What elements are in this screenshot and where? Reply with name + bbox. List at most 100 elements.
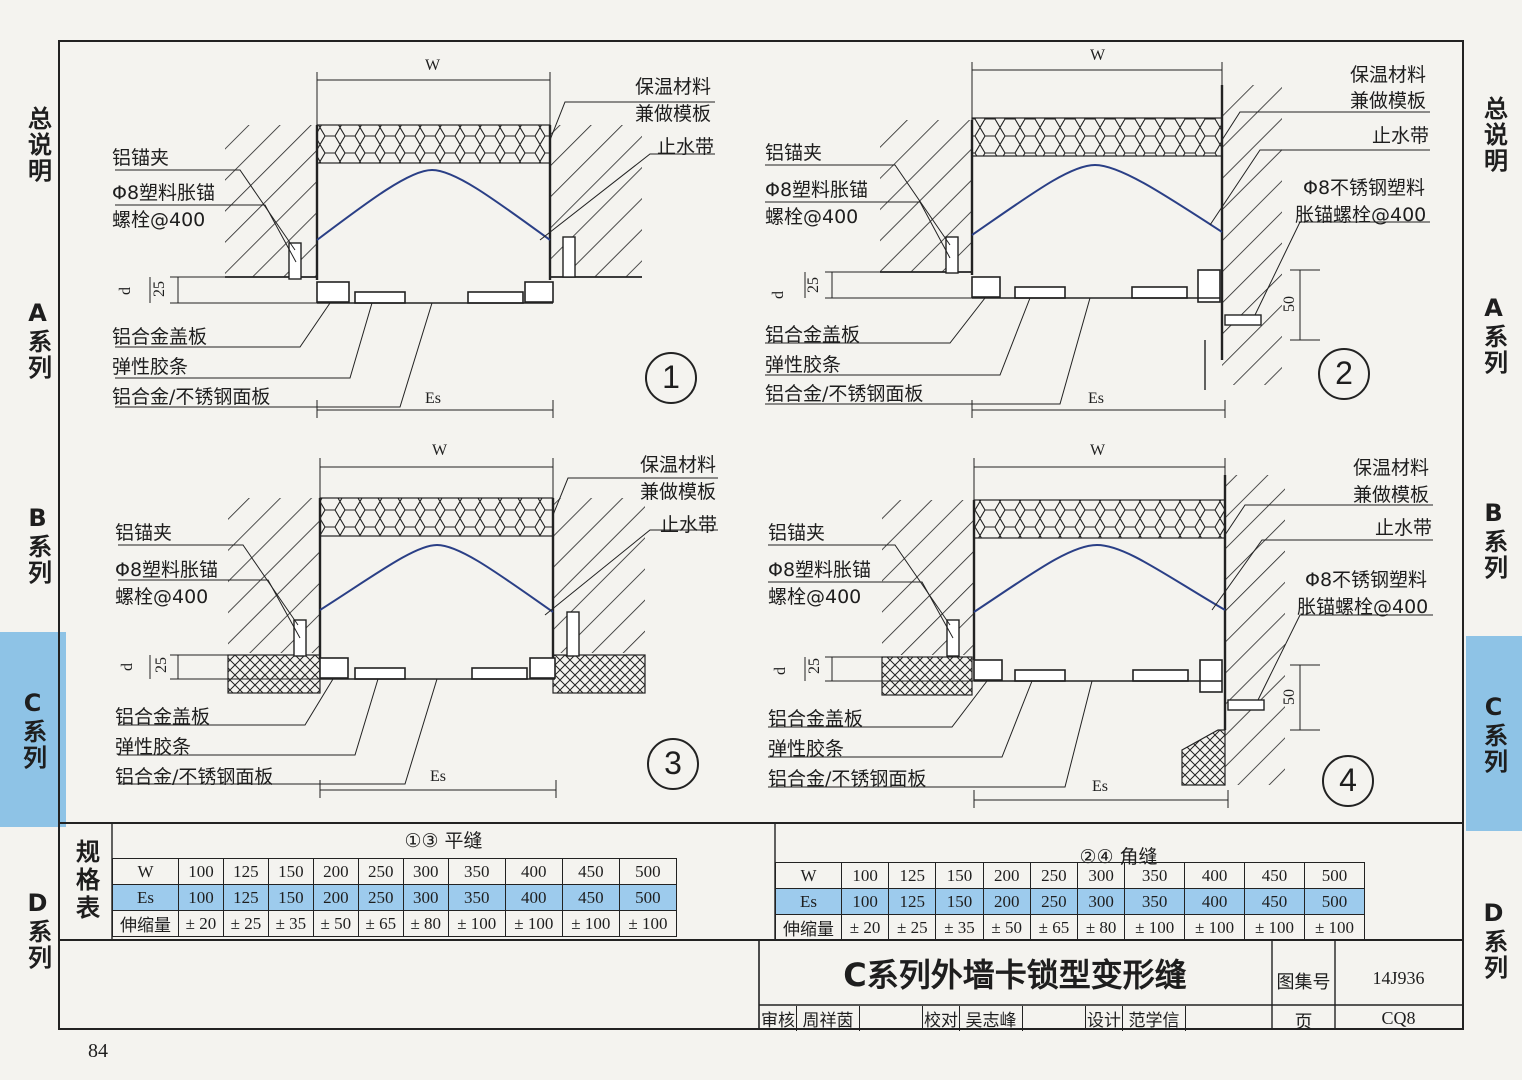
w-cell: 100: [178, 858, 224, 885]
w-cell: 400: [1184, 862, 1246, 889]
diagram-4-drawing: [768, 458, 1433, 808]
d3-dim-w: W: [432, 442, 448, 459]
d4-dim-50: 50: [1281, 689, 1298, 705]
d4-label-insulation: 保温材料: [1353, 457, 1430, 479]
w-cell: 500: [618, 858, 678, 885]
w-cell: 200: [312, 858, 359, 885]
d2-dim-d: d: [770, 291, 787, 299]
expansion-cell: ± 20: [840, 914, 890, 941]
reviewer-name: 周祥茵: [797, 1005, 860, 1031]
w-cell: 300: [402, 858, 449, 885]
tab-d-series[interactable]: D系列: [23, 889, 52, 971]
corner-joint-table: W 100 125 150 200 250 300 350 400 450 50…: [775, 862, 1366, 941]
d3-dim-d: d: [119, 663, 136, 671]
d3-label-rubber: 弹性胶条: [115, 736, 192, 758]
es-cell: 500: [618, 884, 678, 911]
d2-label-ss-bolt: 胀锚螺栓@400: [1295, 204, 1427, 226]
d2-label-rubber: 弹性胶条: [765, 354, 842, 376]
es-cell: 125: [888, 888, 937, 915]
d2-label-anchor-clip: 铝锚夹: [765, 142, 823, 164]
d1-dim-es: Es: [425, 390, 441, 407]
d3-label-anchor-clip: 铝锚夹: [115, 522, 173, 544]
atlas-number: 14J936: [1372, 968, 1425, 988]
d4-label-formwork: 兼做模板: [1353, 484, 1430, 506]
expansion-cell: ± 100: [561, 910, 620, 937]
expansion-cell: ± 100: [1124, 914, 1186, 941]
w-cell: 250: [1029, 862, 1079, 889]
d4-label-bolt: 螺栓@400: [768, 586, 862, 608]
d1-label-anchor-clip: 铝锚夹: [112, 147, 170, 169]
expansion-cell: ± 50: [312, 910, 359, 937]
w-cell: 150: [935, 862, 984, 889]
diagram-4-number: 4: [1322, 755, 1374, 807]
expansion-cell: ± 100: [504, 910, 563, 937]
row-label-w: W: [775, 862, 842, 889]
tab-d-series-right[interactable]: D系列: [1479, 899, 1508, 981]
w-cell: 300: [1077, 862, 1126, 889]
tab-c-series[interactable]: C系列: [0, 632, 66, 827]
spec-table-heading: 规格表: [71, 839, 100, 923]
expansion-cell: ± 100: [1244, 914, 1305, 941]
d3-label-bolt: 螺栓@400: [115, 586, 209, 608]
d2-label-anchor: Φ8塑料胀锚: [765, 179, 869, 201]
drawing-frame: [58, 40, 1464, 1030]
d4-label-ss-anchor: Φ8不锈钢塑料: [1305, 569, 1428, 591]
tab-general-right[interactable]: 总说明: [1479, 96, 1508, 174]
diagram-2-drawing: [765, 62, 1430, 418]
tab-b-series[interactable]: B系列: [23, 504, 52, 586]
tab-c-series-right[interactable]: C系列: [1466, 636, 1522, 831]
es-cell: 200: [312, 884, 359, 911]
es-cell: 100: [840, 888, 890, 915]
w-cell: 450: [561, 858, 620, 885]
d3-label-anchor: Φ8塑料胀锚: [115, 559, 219, 581]
d2-label-waterstop: 止水带: [1372, 125, 1430, 147]
w-cell: 350: [1124, 862, 1186, 889]
w-cell: 125: [222, 858, 269, 885]
d2-dim-50: 50: [1281, 296, 1298, 312]
tab-a-series[interactable]: A系列: [23, 299, 52, 381]
d4-dim-es: Es: [1092, 778, 1108, 795]
d1-label-formwork: 兼做模板: [635, 103, 712, 125]
d4-dim-25: 25: [806, 658, 823, 674]
es-cell: 350: [447, 884, 506, 911]
es-cell: 400: [1184, 888, 1246, 915]
d1-label-rubber: 弹性胶条: [112, 356, 189, 378]
es-cell: 150: [267, 884, 314, 911]
page-label: 页: [1294, 1012, 1313, 1033]
tab-b-series-right[interactable]: B系列: [1479, 499, 1508, 581]
w-cell: 400: [504, 858, 563, 885]
w-cell: 500: [1303, 862, 1366, 889]
es-cell: 150: [935, 888, 984, 915]
d1-dim-w: W: [425, 57, 441, 74]
d4-label-cover: 铝合金盖板: [768, 708, 864, 730]
d2-dim-es: Es: [1088, 390, 1104, 407]
d4-label-anchor: Φ8塑料胀锚: [768, 559, 872, 581]
es-cell: 400: [504, 884, 563, 911]
w-cell: 125: [888, 862, 937, 889]
checker-name: 吴志峰: [960, 1005, 1023, 1031]
d3-label-insulation: 保温材料: [640, 454, 717, 476]
w-cell: 100: [840, 862, 890, 889]
diagram-1-number: 1: [645, 352, 697, 404]
review-label: 审核: [760, 1005, 797, 1031]
drawing-title: C系列外墙卡锁型变形缝: [843, 956, 1187, 994]
row-label-expansion: 伸缩量: [775, 914, 842, 941]
w-cell: 350: [447, 858, 506, 885]
d2-label-panel: 铝合金/不锈钢面板: [765, 383, 924, 405]
tab-a-series-right[interactable]: A系列: [1479, 294, 1508, 376]
tab-general[interactable]: 总说明: [23, 106, 52, 184]
diagram-2-number: 2: [1318, 348, 1370, 400]
expansion-cell: ± 25: [888, 914, 937, 941]
right-tab-column: 总说明 A系列 B系列 C系列 D系列: [1466, 0, 1522, 1080]
d2-label-formwork: 兼做模板: [1350, 90, 1427, 112]
d4-label-ss-bolt: 胀锚螺栓@400: [1297, 596, 1429, 618]
expansion-cell: ± 20: [178, 910, 224, 937]
expansion-cell: ± 35: [935, 914, 984, 941]
row-label-expansion: 伸缩量: [112, 910, 179, 937]
es-cell: 450: [1244, 888, 1305, 915]
d4-label-waterstop: 止水带: [1375, 517, 1433, 539]
flat-joint-table: W 100 125 150 200 250 300 350 400 450 50…: [112, 858, 678, 937]
expansion-cell: ± 65: [357, 910, 404, 937]
left-tab-column: 总说明 A系列 B系列 C系列 D系列: [0, 0, 68, 1080]
